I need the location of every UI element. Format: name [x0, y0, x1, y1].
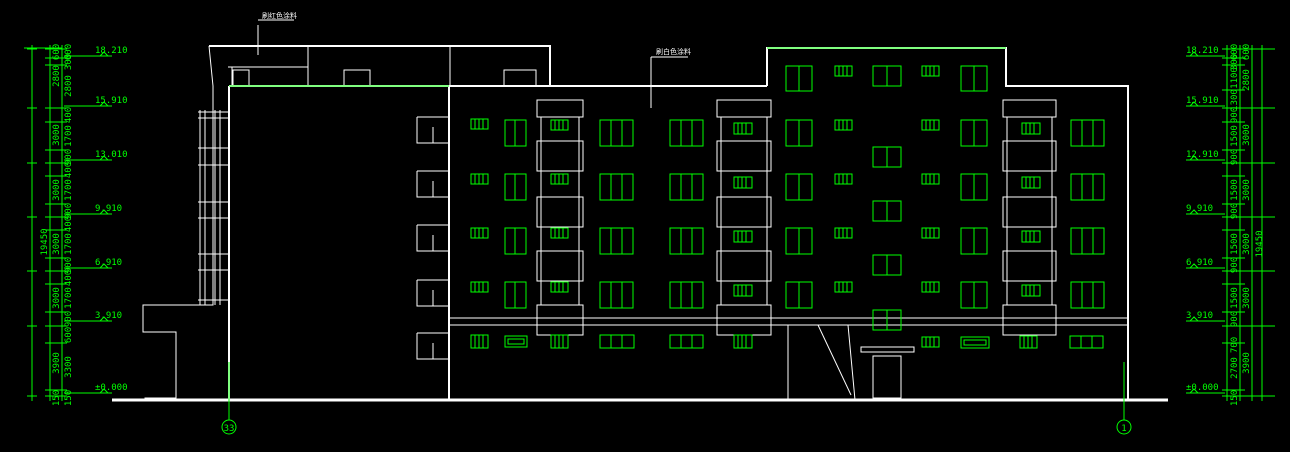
- left-dimension-column: 19450 2800 3000 3000 3000 3000 3900 150 …: [24, 44, 74, 406]
- right-elev-7: ±0.000: [1186, 383, 1219, 393]
- right-elev-5: 6.910: [1186, 258, 1213, 268]
- left-dim-1700d: 1700: [64, 287, 74, 309]
- right-dim-1500d: 1500: [1230, 287, 1240, 309]
- axis-label-right: 1: [1121, 424, 1126, 434]
- left-stair-tower: [142, 19, 551, 400]
- right-dim-150: 150: [1230, 390, 1240, 406]
- right-elevation-marks: 18.210 15.910 12.910 9.910 6.910 3.910 ±…: [1186, 46, 1225, 394]
- left-dim-1700c: 1700: [64, 233, 74, 255]
- right-dim-1500b: 1500: [1230, 179, 1240, 201]
- right-dim-1500c: 1500: [1230, 233, 1240, 255]
- right-dimension-column: 19450 600 2800 3000 3000 3000 3000 3900 …: [1222, 44, 1275, 406]
- right-total-dim: 19450: [1255, 230, 1265, 257]
- building-outline: [228, 47, 1129, 400]
- right-dim-900a: 900: [1230, 107, 1240, 123]
- axis-label-left: 33: [224, 424, 235, 434]
- callout-red-paint: 刷红色涂料: [262, 11, 297, 20]
- left-dim-600c: 600: [64, 327, 74, 343]
- right-dim-3000a: 3000: [1242, 124, 1252, 146]
- right-dim-3900: 3900: [1242, 352, 1252, 374]
- right-elev-4: 9.910: [1186, 204, 1213, 214]
- left-elev-7: ±0.000: [95, 383, 128, 393]
- left-dim-600: 600: [52, 44, 62, 60]
- left-total-dim: 19450: [40, 228, 50, 255]
- right-dim-600: 600: [1242, 44, 1252, 60]
- left-dim-1700a: 1700: [64, 125, 74, 147]
- left-dim-3000c: 3000: [52, 233, 62, 255]
- right-dim-300: 300: [1230, 54, 1240, 70]
- entrance: [787, 324, 915, 401]
- right-elev-3: 12.910: [1186, 150, 1219, 160]
- right-dim-3000b: 3000: [1242, 179, 1252, 201]
- left-elev-6: 3.910: [95, 311, 122, 321]
- right-dim-3000d: 3000: [1242, 287, 1252, 309]
- left-dim-3000b: 3000: [52, 179, 62, 201]
- left-dim-150: 150: [52, 390, 62, 406]
- window-grid-small: [470, 65, 1041, 349]
- left-dim-400a: 400: [64, 107, 74, 123]
- left-dim-900d: 900: [64, 311, 74, 327]
- left-elev-4: 9.910: [95, 204, 122, 214]
- axis-markers: 33 1: [221, 362, 1132, 435]
- left-dim-3300: 3300: [64, 356, 74, 378]
- right-dim-900b: 900: [1230, 149, 1240, 165]
- right-elev-6: 3.910: [1186, 311, 1213, 321]
- right-dim-1100: 1100: [1230, 67, 1240, 89]
- left-dim-400d: 400: [64, 270, 74, 286]
- left-elev-1: 18.210: [95, 46, 128, 56]
- right-dim-3000c: 3000: [1242, 233, 1252, 255]
- left-dim-400c: 400: [64, 216, 74, 232]
- right-dim-1300: 1300: [1230, 89, 1240, 111]
- right-dim-900c: 900: [1230, 203, 1240, 219]
- left-dim-150b: 150: [64, 390, 74, 406]
- right-dim-700: 700: [1230, 337, 1240, 353]
- right-dim-900d: 900: [1230, 257, 1240, 273]
- left-dim-2800: 2800: [52, 65, 62, 87]
- left-dim-3000d: 3000: [52, 287, 62, 309]
- callout-white-paint: 刷白色涂料: [656, 47, 691, 56]
- right-dim-2800: 2800: [1242, 69, 1252, 91]
- left-dim-900b: 900: [64, 203, 74, 219]
- left-elev-5: 6.910: [95, 258, 122, 268]
- facade-balconies: [536, 99, 1057, 336]
- left-dim-1700b: 1700: [64, 179, 74, 201]
- window-ground-floor: [504, 334, 1104, 349]
- left-elev-2: 15.910: [95, 96, 128, 106]
- right-elev-1: 18.210: [1186, 46, 1219, 56]
- left-dim-600b: 600: [64, 44, 74, 60]
- left-dim-300: 300: [64, 54, 74, 70]
- left-dim-3900: 3900: [52, 352, 62, 374]
- left-elev-3: 13.010: [95, 150, 128, 160]
- left-dim-900a: 900: [64, 149, 74, 165]
- window-grid-tall: [504, 65, 1105, 331]
- right-dim-600b: 600: [1230, 44, 1240, 60]
- right-elev-2: 15.910: [1186, 96, 1219, 106]
- left-dim-400b: 400: [64, 162, 74, 178]
- right-dim-2700: 2700: [1230, 357, 1240, 379]
- right-dim-1500a: 1500: [1230, 125, 1240, 147]
- side-balconies: [416, 116, 449, 360]
- right-dim-900e: 900: [1230, 311, 1240, 327]
- left-elevation-marks: 18.210 15.910 13.010 9.910 6.910 3.910 ±…: [64, 46, 128, 394]
- left-dim-900c: 900: [64, 257, 74, 273]
- left-dim-2800b: 2800: [64, 75, 74, 97]
- windows: [470, 65, 1105, 349]
- left-dim-3000a: 3000: [52, 124, 62, 146]
